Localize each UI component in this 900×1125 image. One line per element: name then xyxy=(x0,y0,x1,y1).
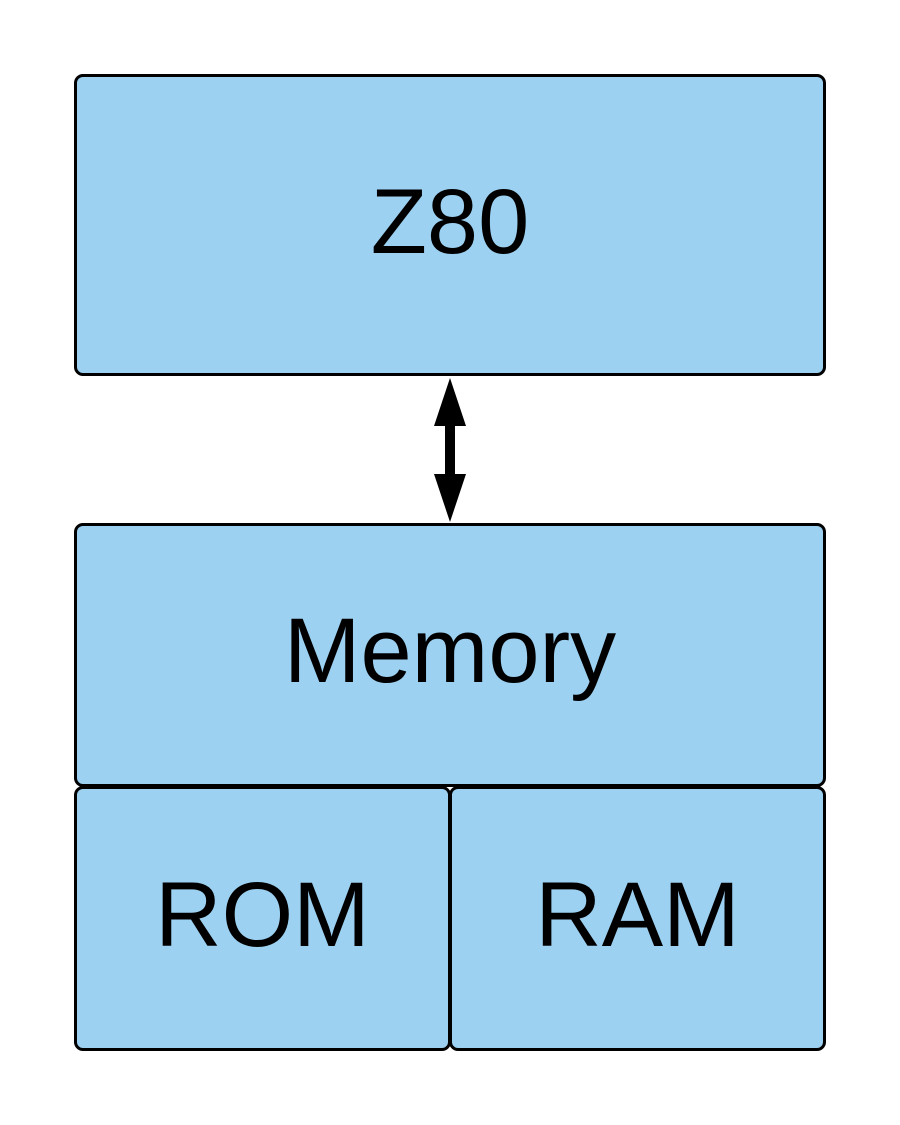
cpu-label: Z80 xyxy=(370,171,530,273)
memory-box: Memory xyxy=(74,523,826,787)
ram-label: RAM xyxy=(535,863,740,966)
ram-box: RAM xyxy=(449,786,826,1051)
bus-arrow-shaft xyxy=(445,424,455,476)
memory-label: Memory xyxy=(283,600,617,702)
bidirectional-bus-arrow xyxy=(434,378,466,522)
bus-arrowhead-up xyxy=(434,378,466,426)
bus-arrowhead-down xyxy=(434,474,466,522)
rom-box: ROM xyxy=(74,786,451,1051)
cpu-box: Z80 xyxy=(74,74,826,376)
rom-label: ROM xyxy=(155,863,370,966)
